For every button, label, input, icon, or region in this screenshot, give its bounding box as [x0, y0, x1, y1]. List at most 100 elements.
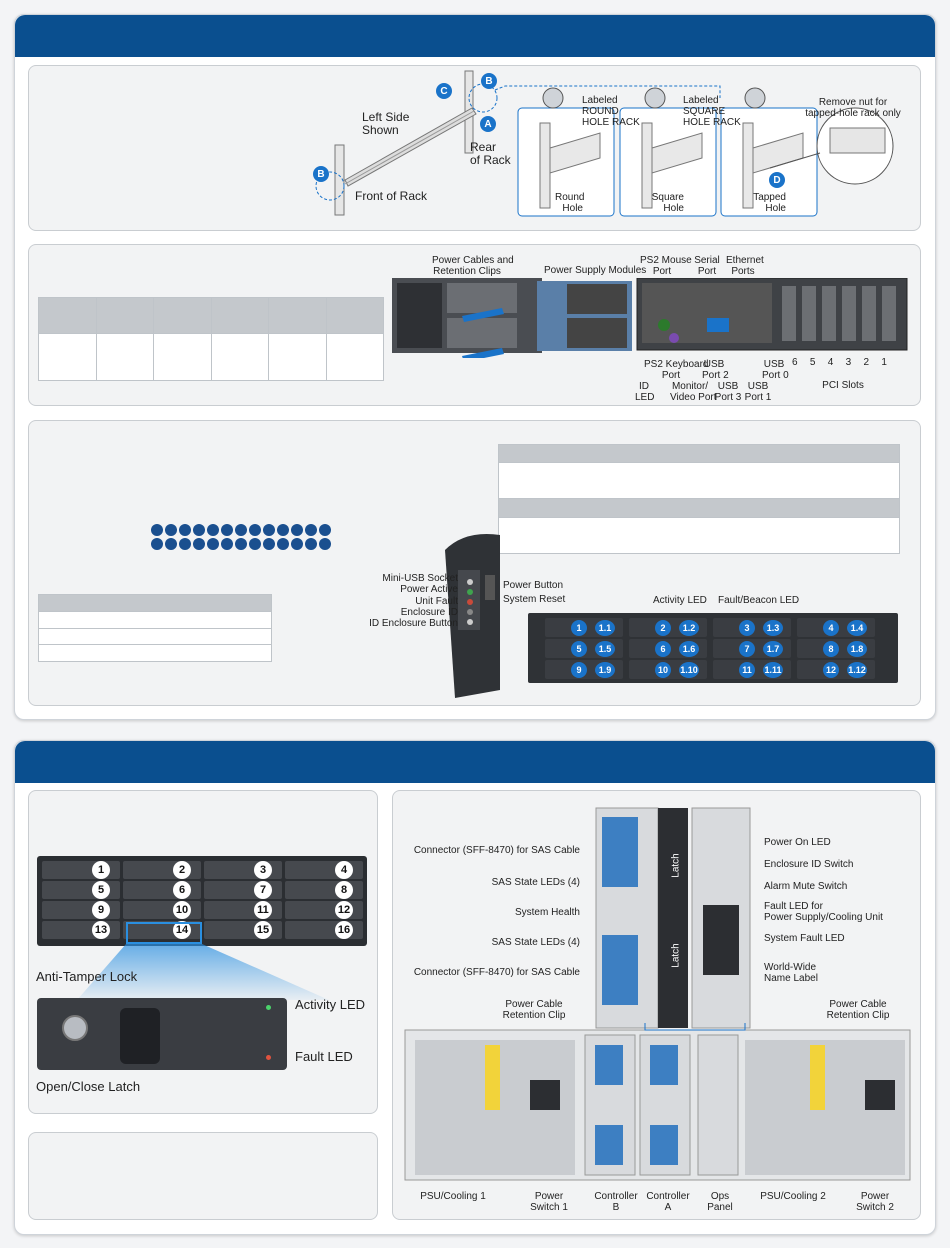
drive-slot-number: 3 [739, 620, 755, 636]
enclosure-drive-number: 15 [254, 921, 272, 939]
spec-cell [153, 333, 212, 381]
pci-slot-number: 1 [881, 357, 887, 368]
usb1-label: USB Port 1 [744, 381, 772, 403]
serial-port-label: Serial Port [694, 255, 720, 277]
info-cell [498, 462, 900, 500]
usb0-label: USB Port 0 [762, 359, 789, 381]
ethernet-ports-label: Ethernet Ports [726, 255, 764, 277]
usb2-label: USB Port 2 [702, 359, 729, 381]
drive-id-number: 1.7 [763, 641, 783, 657]
fault-led-psu-label: Fault LED for Power Supply/Cooling Unit [764, 901, 883, 923]
enclosure-drive-number: 14 [173, 921, 191, 939]
enclosure-drive-number: 9 [92, 901, 110, 919]
spec-cell [38, 333, 97, 381]
drive-slot-number: 12 [823, 662, 839, 678]
drive-slot-number: 11 [739, 662, 755, 678]
controller-b-label: Controller B [594, 1191, 638, 1213]
enclosure-drive-number: 4 [335, 861, 353, 879]
enclosure-drive-number: 7 [254, 881, 272, 899]
spec-cell [325, 333, 384, 381]
spec-header-cell [325, 297, 384, 334]
zoom-highlight [126, 922, 202, 944]
enclosure-drive-number: 2 [173, 861, 191, 879]
enclosure-drive-number: 12 [335, 901, 353, 919]
drive-id-number: 1.11 [763, 662, 783, 678]
enclosure-drive-number: 10 [173, 901, 191, 919]
activity-led-dot [266, 1005, 271, 1010]
info-header-cell [38, 594, 272, 612]
psu-cooling-1-label: PSU/Cooling 1 [420, 1191, 486, 1202]
mini-usb-label: Mini-USB Socket [382, 573, 458, 584]
callout-b-bottom: B [313, 166, 329, 182]
fault-beacon-led-label: Fault/Beacon LED [718, 595, 800, 606]
power-active-label: Power Active [400, 584, 458, 595]
drive-slot-number: 7 [739, 641, 755, 657]
enclosure-drive-number: 16 [335, 921, 353, 939]
id-enclosure-button-label: ID Enclosure Button [369, 618, 458, 629]
retention-clip-right-label: Power Cable Retention Clip [826, 999, 890, 1021]
pci-slot-number: 2 [863, 357, 870, 368]
enclosure-activity-led-label: Activity LED [295, 997, 366, 1012]
system-fault-led-label: System Fault LED [764, 933, 845, 944]
sas-leds-bottom-label: SAS State LEDs (4) [491, 937, 580, 948]
dot-row [150, 538, 350, 552]
connector-bottom-label: Connector (SFF-8470) for SAS Cable [413, 967, 580, 978]
power-on-led-label: Power On LED [764, 837, 831, 848]
callout-c: C [436, 83, 452, 99]
drive-slot-number: 10 [655, 662, 671, 678]
tapped-hole-label: Tapped Hole [753, 192, 786, 214]
tapped-label: Remove nut for tapped-hole rack only [805, 97, 901, 119]
info-cell [38, 627, 272, 646]
enclosure-drive-number: 5 [92, 881, 110, 899]
enclosure-note-panel [28, 1132, 378, 1220]
top-header-band [15, 15, 935, 57]
enclosure-drive-number: 1 [92, 861, 110, 879]
enclosure-drive-number: 13 [92, 921, 110, 939]
pci-slot-number: 4 [827, 357, 834, 368]
drive-slot-number: 6 [655, 641, 671, 657]
enclosure-rear-image [404, 807, 911, 1181]
square-hole-label: Square Hole [651, 192, 684, 214]
drive-id-number: 1.12 [847, 662, 867, 678]
power-switch-1-label: Power Switch 1 [530, 1191, 568, 1213]
power-supply-modules-label: Power Supply Modules [544, 265, 647, 276]
spec-cell [268, 333, 327, 381]
enclosure-drive-number: 11 [254, 901, 272, 919]
drive-id-number: 1.9 [595, 662, 615, 678]
dot-row [150, 524, 350, 538]
pci-slot-number: 5 [809, 357, 816, 368]
fault-led-dot [266, 1055, 271, 1060]
alarm-mute-label: Alarm Mute Switch [764, 881, 848, 892]
drive-id-number: 1.5 [595, 641, 615, 657]
drive-id-number: 1.4 [847, 620, 867, 636]
square-label: Labeled SQUARE HOLE RACK [683, 95, 741, 128]
ps2-keyboard-label: PS2 Keyboard Port [644, 359, 709, 381]
pci-slot-numbers: 6 5 4 3 2 1 [792, 357, 887, 368]
drive-slot-number: 4 [823, 620, 839, 636]
spec-header-cell [95, 297, 154, 334]
drive-id-number: 1.2 [679, 620, 699, 636]
drive-slot-number: 2 [655, 620, 671, 636]
drive-id-number: 1.6 [679, 641, 699, 657]
activity-led-label: Activity LED [653, 595, 707, 606]
info-cell [38, 611, 272, 629]
drive-slot-number: 8 [823, 641, 839, 657]
power-cables-label: Power Cables and Retention Clips [432, 255, 514, 277]
enclosure-drive-number: 8 [335, 881, 353, 899]
left-side-shown-label: Left Side Shown [362, 110, 410, 137]
enclosure-id-label: Enclosure ID [400, 607, 458, 618]
front-of-rack-label: Front of Rack [355, 189, 428, 203]
id-led-label: ID LED [635, 381, 655, 403]
system-health-label: System Health [514, 907, 580, 918]
pci-slot-number: 3 [845, 357, 852, 368]
enclosure-drive-number: 6 [173, 881, 191, 899]
drive-id-number: 1.3 [763, 620, 783, 636]
rail-diagram [315, 70, 894, 217]
info-cell [38, 644, 272, 662]
unit-fault-label: Unit Fault [415, 596, 458, 607]
spec-cell [210, 333, 269, 381]
enclosure-fault-led-label: Fault LED [295, 1049, 353, 1064]
monitor-port-label: Monitor/ Video Port [670, 381, 717, 403]
front-ear-image [445, 534, 500, 698]
drive-id-number: 1.10 [679, 662, 699, 678]
